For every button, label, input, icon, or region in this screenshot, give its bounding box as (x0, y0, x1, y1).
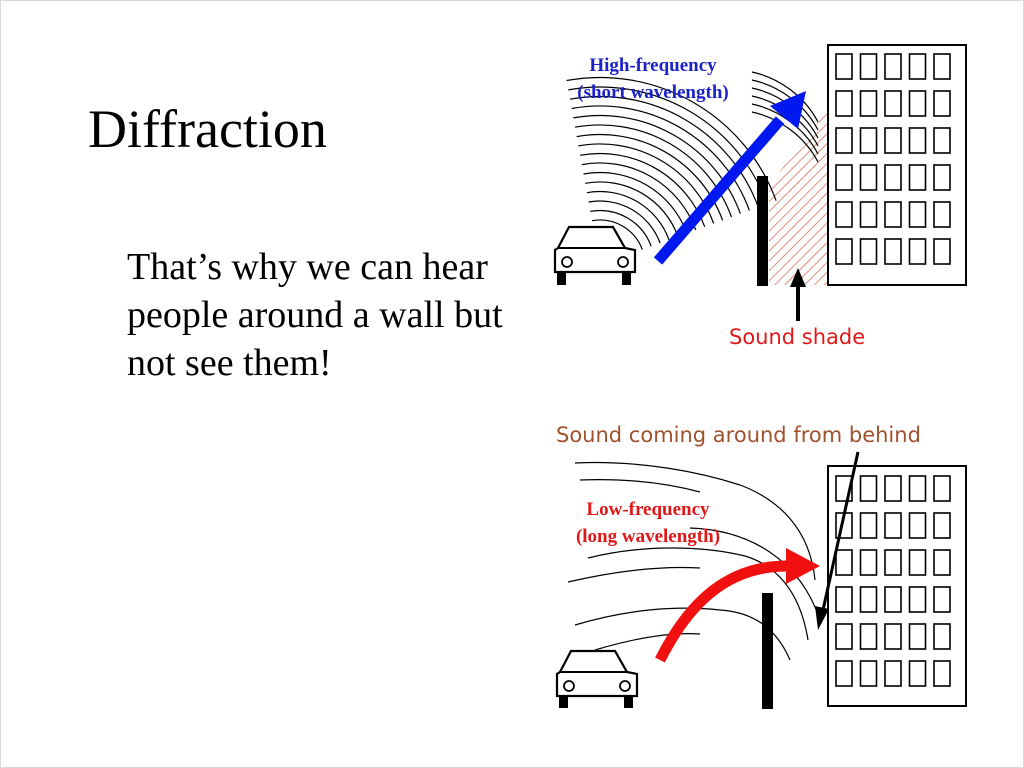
car-icon (553, 225, 637, 285)
building-window (884, 660, 902, 687)
building-window (835, 623, 853, 650)
wave-arc (583, 171, 688, 234)
building-window (835, 90, 853, 117)
building-window (835, 660, 853, 687)
building-window (884, 623, 902, 650)
building-window (884, 549, 902, 576)
building-window (859, 201, 878, 228)
building-window (859, 623, 878, 650)
low-frequency-waves (567, 461, 821, 661)
building-window (908, 512, 927, 539)
building-window (859, 238, 878, 265)
building-window (884, 512, 902, 539)
wave-arc (581, 162, 697, 231)
wave-arc (588, 200, 661, 244)
building-window (884, 475, 902, 502)
building-window (859, 549, 878, 576)
building-window (835, 586, 853, 613)
building-window (908, 623, 927, 650)
low-frequency-label: Low-frequency (586, 499, 710, 520)
building-window (908, 127, 927, 154)
building-window (933, 53, 951, 80)
slide-body-text: That’s why we can hear people around a w… (127, 246, 503, 384)
wave-arc (568, 86, 768, 205)
building-window (933, 164, 951, 191)
building-window (884, 53, 902, 80)
high-frequency-arrow (653, 91, 806, 265)
sound-shade-pointer (790, 268, 806, 321)
building-window (908, 238, 927, 265)
car-icon (555, 649, 639, 708)
building-window (835, 127, 853, 154)
building-icon (827, 465, 967, 707)
building-window (933, 127, 951, 154)
building-icon (827, 44, 967, 286)
building-window (933, 660, 951, 687)
building-window (908, 164, 927, 191)
bottom-diagram: Sound coming around from behind (555, 423, 967, 709)
building-window (859, 586, 878, 613)
building-window (859, 127, 878, 154)
building-window (933, 623, 951, 650)
building-window (908, 90, 927, 117)
building-window (884, 586, 902, 613)
wave-arc (751, 111, 819, 163)
building-window (933, 586, 951, 613)
wave-arc (585, 181, 679, 237)
wave-arc (579, 152, 706, 228)
building-window (884, 164, 902, 191)
long-wavelength-label: (long wavelength) (576, 526, 720, 547)
building-window (884, 90, 902, 117)
building-window (933, 512, 951, 539)
reflected-sound-arrow (815, 451, 860, 630)
building-window (835, 53, 853, 80)
building-window (835, 238, 853, 265)
building-window (933, 475, 951, 502)
building-window (884, 201, 902, 228)
building-window (859, 53, 878, 80)
wave-arc (591, 219, 643, 250)
building-window (908, 53, 927, 80)
building-window (835, 164, 853, 191)
building-window (859, 475, 878, 502)
building-window (835, 549, 853, 576)
building-window (908, 660, 927, 687)
building-window (908, 475, 927, 502)
low-frequency-arrow (655, 548, 820, 663)
sound-shade-label: Sound shade (729, 325, 865, 349)
wave-arc (590, 209, 652, 247)
building-window (859, 90, 878, 117)
building-window (908, 586, 927, 613)
short-wavelength-label: (short wavelength) (577, 82, 728, 103)
building-window (933, 549, 951, 576)
building-window (884, 127, 902, 154)
wave-arc (573, 114, 741, 214)
high-frequency-label: High-frequency (589, 55, 717, 76)
wave-arc (569, 95, 759, 208)
building-window (933, 238, 951, 265)
wave-arc (586, 190, 670, 241)
building-window (884, 238, 902, 265)
wave-arc (566, 76, 777, 201)
wall-icon (762, 593, 773, 709)
building-window (933, 90, 951, 117)
wave-arc (571, 105, 750, 211)
building-window (835, 201, 853, 228)
building-window (908, 549, 927, 576)
building-window (859, 512, 878, 539)
wave-arc (578, 143, 715, 224)
wall-icon (757, 176, 768, 286)
building-window (859, 164, 878, 191)
building-window (859, 660, 878, 687)
slide-title: Diffraction (88, 99, 327, 159)
wave-arc (751, 71, 819, 123)
building-window (908, 201, 927, 228)
building-window (933, 201, 951, 228)
sound-around-caption: Sound coming around from behind (556, 423, 921, 447)
top-diagram: High-frequency (short wavelength) Sound … (553, 44, 967, 349)
